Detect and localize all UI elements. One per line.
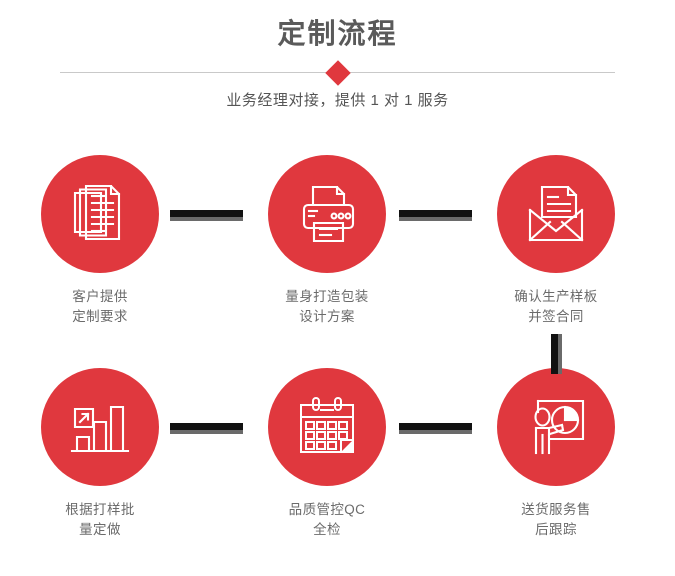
calendar-icon (295, 395, 359, 459)
presenter-pie-chart-icon (524, 395, 588, 459)
connector-horizontal-2 (399, 210, 472, 221)
connector-bar (170, 210, 243, 217)
connector-shadow (399, 217, 472, 221)
flow-step-5[interactable]: 品质管控QC 全检 (247, 363, 407, 540)
flow-step-1-label-line1: 客户提供 (72, 289, 128, 304)
flow-step-3-label-line2: 并签合同 (528, 309, 584, 324)
flow-step-1-label: 客户提供 定制要求 (20, 287, 180, 327)
printer-icon (295, 182, 359, 246)
flow-step-5-circle (268, 368, 386, 486)
connector-vertical-1 (551, 334, 562, 374)
connector-bar (399, 210, 472, 217)
flow-step-1-label-line2: 定制要求 (72, 309, 128, 324)
connector-shadow (558, 334, 562, 374)
flow-step-4-label: 根据打样批 量定做 (20, 500, 180, 540)
flow-step-3-label-line1: 确认生产样板 (514, 289, 598, 304)
flow-step-1[interactable]: 客户提供 定制要求 (20, 150, 180, 327)
documents-stack-icon (68, 182, 132, 246)
flow-step-6[interactable]: 送货服务售 后跟踪 (476, 363, 636, 540)
flow-step-6-label: 送货服务售 后跟踪 (476, 500, 636, 540)
connector-horizontal-4 (399, 423, 472, 434)
flow-step-4-label-line2: 量定做 (79, 522, 121, 537)
connector-shadow (399, 430, 472, 434)
connector-bar (551, 334, 558, 374)
connector-shadow (170, 430, 243, 434)
flow-step-5-label-line1: 品质管控QC (288, 502, 366, 517)
flow-step-2[interactable]: 量身打造包装 设计方案 (247, 150, 407, 327)
flow-step-6-circle (497, 368, 615, 486)
connector-horizontal-3 (170, 423, 243, 434)
flow-step-6-label-line1: 送货服务售 (521, 502, 591, 517)
page-header: 定制流程 业务经理对接，提供 1 对 1 服务 (0, 0, 675, 130)
flow-step-2-label-line1: 量身打造包装 (285, 289, 369, 304)
flow-step-5-label: 品质管控QC 全检 (247, 500, 407, 540)
page-subtitle: 业务经理对接，提供 1 对 1 服务 (226, 92, 449, 109)
flow-step-6-label-line2: 后跟踪 (535, 522, 577, 537)
flow-step-4[interactable]: 根据打样批 量定做 (20, 363, 180, 540)
page-title: 定制流程 (277, 18, 398, 49)
connector-shadow (170, 217, 243, 221)
flow-step-3[interactable]: 确认生产样板 并签合同 (476, 150, 636, 327)
process-flow: 客户提供 定制要求 (0, 150, 675, 576)
diamond-icon (324, 60, 351, 86)
flow-step-4-label-line1: 根据打样批 (65, 502, 135, 517)
flow-step-1-circle (41, 155, 159, 273)
connector-horizontal-1 (170, 210, 243, 221)
flow-step-2-label: 量身打造包装 设计方案 (247, 287, 407, 327)
flow-step-2-label-line2: 设计方案 (299, 309, 355, 324)
flow-step-4-circle (41, 368, 159, 486)
flow-step-2-circle (268, 155, 386, 273)
flow-step-3-label: 确认生产样板 并签合同 (476, 287, 636, 327)
connector-bar (399, 423, 472, 430)
bar-chart-growth-icon (68, 395, 132, 459)
envelope-document-icon (524, 182, 588, 246)
flow-row-1: 客户提供 定制要求 (0, 150, 675, 363)
connector-bar (170, 423, 243, 430)
title-divider (60, 60, 615, 86)
flow-row-2: 根据打样批 量定做 (0, 363, 675, 576)
flow-step-3-circle (497, 155, 615, 273)
flow-step-5-label-line2: 全检 (313, 522, 341, 537)
